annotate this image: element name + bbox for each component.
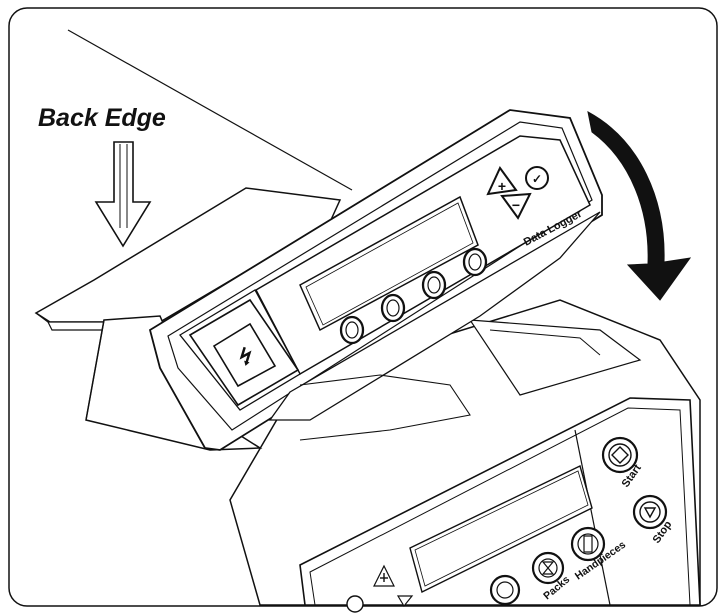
logger-confirm-button[interactable]: ✓ <box>525 166 549 190</box>
logger-display <box>299 195 479 332</box>
base-up-button[interactable] <box>373 564 395 587</box>
partial-button[interactable] <box>489 574 521 606</box>
softkey-button-1[interactable] <box>339 315 365 345</box>
back-edge-label: Back Edge <box>38 104 166 132</box>
stop-button[interactable] <box>632 494 668 530</box>
base-down-button[interactable] <box>396 595 414 608</box>
logger-up-button[interactable]: + <box>486 166 518 196</box>
logger-down-button[interactable]: − <box>500 192 532 220</box>
softkey-button-2[interactable] <box>380 293 406 323</box>
handpieces-button[interactable] <box>570 526 606 562</box>
packs-button[interactable] <box>531 551 565 585</box>
back-reference-line <box>67 29 353 191</box>
softkey-button-4[interactable] <box>462 247 488 277</box>
usb-port[interactable]: ⭍ <box>188 298 300 407</box>
check-icon: ✓ <box>532 172 542 186</box>
start-button[interactable] <box>601 436 639 474</box>
base-display <box>409 465 593 594</box>
base-usb-corner <box>346 595 364 613</box>
rotate-down-arrow-icon <box>587 111 692 301</box>
down-arrow-icon <box>94 141 152 248</box>
minus-icon: − <box>512 197 520 213</box>
plus-icon: + <box>498 178 506 194</box>
softkey-button-3[interactable] <box>421 270 447 300</box>
